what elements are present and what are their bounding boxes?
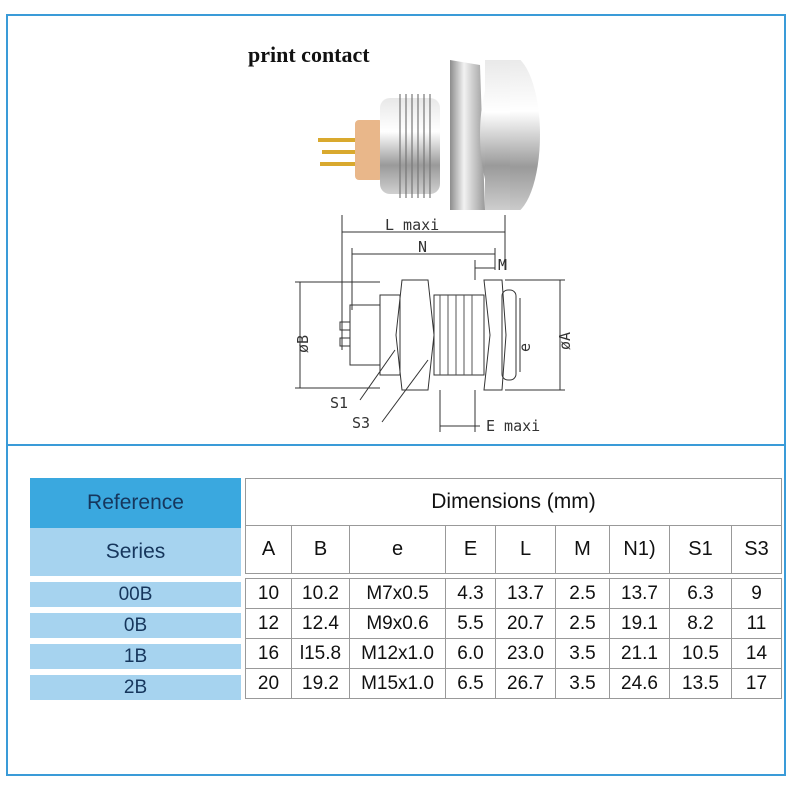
section-divider [6,444,786,446]
col-e: E [445,525,496,574]
cell: 6.0 [445,638,496,669]
cell: 2.5 [555,578,610,609]
dimensions-header: Dimensions (mm) [245,478,782,526]
label-e-maxi: E maxi [486,417,540,435]
cell: 10.5 [669,638,732,669]
cell: 12 [245,608,292,639]
cell: 6.5 [445,668,496,699]
series-2b: 2B [30,675,241,703]
cell: 4.3 [445,578,496,609]
cell: 2.5 [555,608,610,639]
series-0b: 0B [30,613,241,641]
cell: 11 [731,608,782,639]
table-row: 12 12.4 M9x0.6 5.5 20.7 2.5 19.1 8.2 11 [245,608,782,639]
label-s1: S1 [330,394,348,412]
cell: M12x1.0 [349,638,446,669]
cell: 19.2 [291,668,350,699]
cell: 13.5 [669,668,732,699]
cell: 8.2 [669,608,732,639]
label-phi-a: øA [556,332,574,350]
reference-header: Reference [30,478,241,528]
table-row: 10 10.2 M7x0.5 4.3 13.7 2.5 13.7 6.3 9 [245,578,782,609]
label-e: e [516,343,534,352]
col-e-thread: e [349,525,446,574]
cell: 3.5 [555,638,610,669]
dimension-drawing: L maxi N M øB øA e S1 S3 E maxi [294,215,574,435]
page-title: print contact [248,42,370,67]
table-row: 20 19.2 M15x1.0 6.5 26.7 3.5 24.6 13.5 1… [245,668,782,699]
col-b: B [291,525,350,574]
label-n: N [418,238,427,256]
cell: l15.8 [291,638,350,669]
col-n: N1) [609,525,670,574]
cell: 10.2 [291,578,350,609]
cell: 23.0 [495,638,556,669]
outer-frame [6,14,786,776]
cell: 3.5 [555,668,610,699]
cell: 24.6 [609,668,670,699]
cell: 6.3 [669,578,732,609]
label-m: M [498,256,507,274]
cell: 14 [731,638,782,669]
cell: 9 [731,578,782,609]
label-l-maxi: L maxi [385,216,439,234]
cell: 13.7 [609,578,670,609]
table-row: 16 l15.8 M12x1.0 6.0 23.0 3.5 21.1 10.5 … [245,638,782,669]
col-m: M [555,525,610,574]
col-l: L [495,525,556,574]
cell: 26.7 [495,668,556,699]
cell: M15x1.0 [349,668,446,699]
cell: 16 [245,638,292,669]
label-phi-b: øB [294,335,312,353]
cell: 20 [245,668,292,699]
cell: 13.7 [495,578,556,609]
cell: 19.1 [609,608,670,639]
dimensions-table: Dimensions (mm) A B e E L M N1) S1 S3 10… [245,478,782,699]
cell: 12.4 [291,608,350,639]
col-s1: S1 [669,525,732,574]
series-header: Series [30,528,241,576]
col-s3: S3 [731,525,782,574]
cell: 5.5 [445,608,496,639]
cell: M9x0.6 [349,608,446,639]
cell: M7x0.5 [349,578,446,609]
series-1b: 1B [30,644,241,672]
col-a: A [245,525,292,574]
cell: 20.7 [495,608,556,639]
connector-photo [318,60,540,210]
cell: 10 [245,578,292,609]
cell: 21.1 [609,638,670,669]
series-00b: 00B [30,582,241,610]
cell: 17 [731,668,782,699]
label-s3: S3 [352,414,370,432]
